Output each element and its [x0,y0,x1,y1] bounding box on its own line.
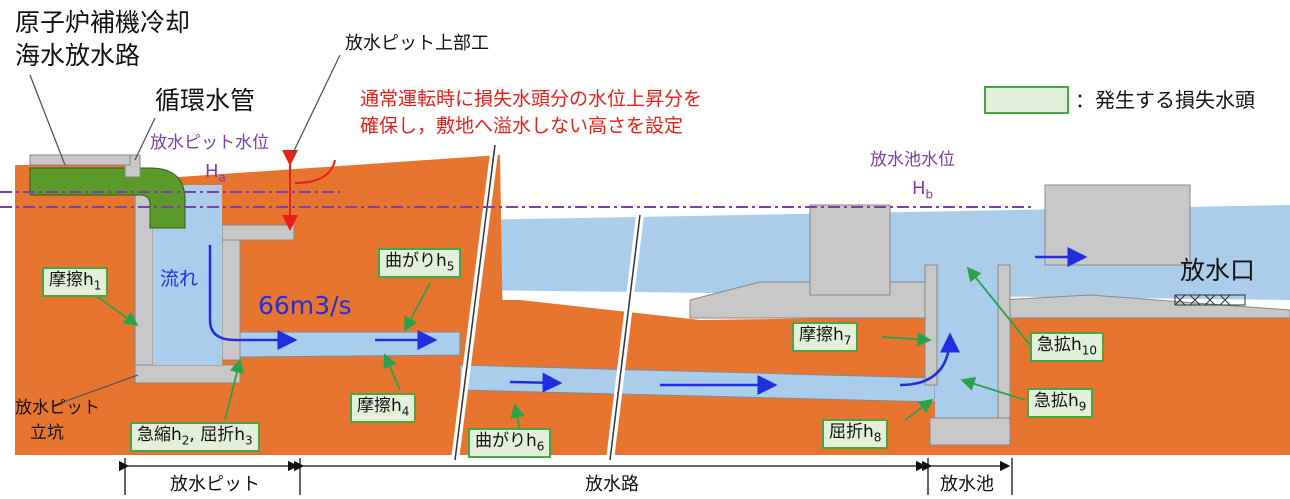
leader-h7 [881,332,932,347]
pond-bottom [929,417,1011,446]
circulation-pipe [29,167,186,229]
leader-pit-top [291,54,341,156]
pit-top-label: 放水ピット上部工 [345,33,489,54]
cooling-title-1: 原子炉補機冷却 [15,8,191,37]
section-pond: 放水池 [940,474,994,495]
leader-shaft [54,374,139,406]
loss-h9: 急拡h9 [1027,388,1094,419]
pond-level-label: 放水池水位 [870,150,955,170]
pit-top-slab [221,224,295,241]
flow-arrow-5 [899,332,960,387]
cooling-title-2: 海水放水路 [15,41,141,70]
loss-h5: 曲がりh5 [378,248,462,279]
legend-text: ：発生する損失水頭 [1075,88,1255,112]
circ-pipe-label: 循環水管 [155,86,256,115]
pit-level-label: 放水ピット水位 [150,133,269,153]
leader-h1 [94,294,139,327]
leader-h9 [960,376,1026,401]
leader-h10 [966,266,1031,346]
building-b [1044,184,1191,266]
leader-h5 [404,282,431,332]
loss-h7: 摩擦h7 [792,322,859,353]
pit-level-symbol: Ha [205,161,226,185]
break-edge-2 [609,214,641,461]
loss-h8: 屈折h8 [822,419,889,450]
shaft-label-1: 放水ピット [15,398,100,418]
loss-h10: 急拡h10 [1030,332,1105,363]
leader-cooling [29,74,66,166]
note-leader [294,159,336,184]
break-edge-1 [454,144,496,461]
loss-h1: 摩擦h1 [42,267,109,298]
outlet-grate [1174,294,1246,306]
pond-wall-left [924,264,938,386]
loss-h2-h3: 急縮h2, 屈折h3 [130,422,260,453]
leader-pipe [134,117,156,161]
flow-arrow-main [208,245,298,350]
pond-level-symbol: Hb [912,178,934,202]
loss-h6: 曲がりh6 [468,428,552,459]
building-a [809,204,891,296]
flow-rate: 66m3/s [258,291,352,320]
loss-h4: 摩擦h4 [350,393,417,424]
outlet-grate-hatch [1174,294,1231,306]
pit-bottom [134,364,241,384]
note-line-1: 通常運転時に損失水頭分の水位上昇分を [360,88,703,110]
section-channel: 放水路 [585,474,639,495]
pipe-top [29,154,131,166]
leader-h4 [383,353,401,391]
section-pit: 放水ピット [170,474,260,495]
leader-h8 [904,398,934,421]
flow-label: 流れ [160,268,199,290]
shaft-label-2: 立坑 [30,423,64,443]
leader-h6 [510,403,525,431]
channel-3 [935,265,1010,420]
note-line-2: 確保し，敷地へ溢水しない高さを設定 [360,115,684,137]
flow-arrow-3 [509,372,563,393]
channel-1 [239,331,461,358]
leader-h2 [224,358,244,421]
outlet-label: 放水口 [1180,256,1256,285]
legend-swatch [984,86,1069,114]
